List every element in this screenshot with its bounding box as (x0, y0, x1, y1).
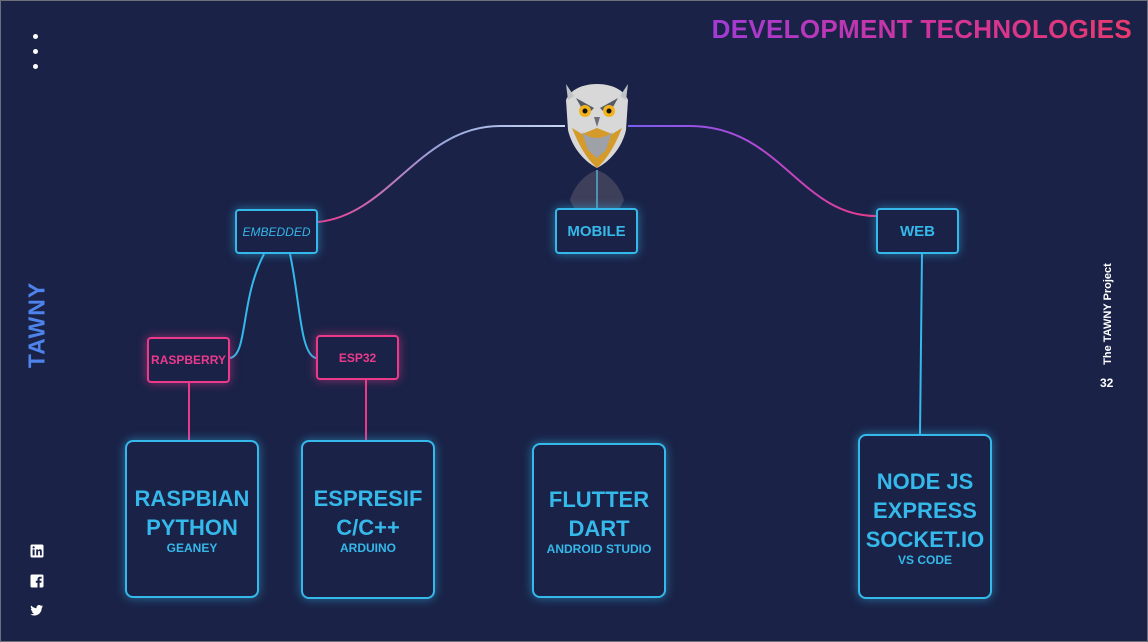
stack-raspbian: RASPBIAN PYTHON GEANEY (125, 440, 259, 598)
stack-line: PYTHON (146, 514, 238, 540)
stack-espresif: ESPRESIF C/C++ ARDUINO (301, 440, 435, 599)
branch-web: WEB (876, 208, 959, 254)
facebook-icon[interactable] (30, 574, 44, 588)
menu-dots-icon[interactable] (30, 34, 42, 74)
stack-line: DART (568, 516, 630, 541)
board-esp32-label: ESP32 (338, 350, 377, 365)
stack-line: RASPBIAN (134, 485, 250, 511)
branch-web-label: WEB (900, 222, 935, 240)
slide-title: DEVELOPMENT TECHNOLOGIES (711, 14, 1132, 44)
branch-mobile-label: MOBILE (567, 222, 626, 240)
stack-flutter: FLUTTER DART ANDROID STUDIO (532, 443, 666, 598)
board-esp32: ESP32 (316, 335, 399, 380)
twitter-icon[interactable] (30, 603, 44, 617)
stack-line: SOCKET.IO (865, 526, 985, 552)
page-number: 32 (1100, 376, 1114, 390)
stack-tool: GEANEY (166, 540, 218, 555)
board-raspberry: RASPBERRY (147, 337, 230, 383)
board-raspberry-label: RASPBERRY (151, 353, 226, 367)
stack-line: C/C++ (336, 515, 400, 540)
branch-embedded-label: EMBEDDED (242, 224, 311, 239)
branch-embedded: EMBEDDED (235, 209, 318, 254)
stack-tool: VS CODE (897, 552, 952, 567)
linkedin-icon[interactable] (30, 544, 44, 558)
stack-tool: ARDUINO (340, 541, 396, 555)
stack-line: ESPRESIF (313, 486, 423, 511)
stack-node: NODE JS EXPRESS SOCKET.IO VS CODE (858, 434, 992, 599)
branch-mobile: MOBILE (555, 208, 638, 254)
stack-line: NODE JS (876, 468, 974, 494)
stack-line: FLUTTER (548, 487, 650, 512)
stack-line: EXPRESS (873, 497, 977, 523)
stack-tool: ANDROID STUDIO (546, 542, 652, 556)
owl-logo-icon (566, 84, 628, 228)
